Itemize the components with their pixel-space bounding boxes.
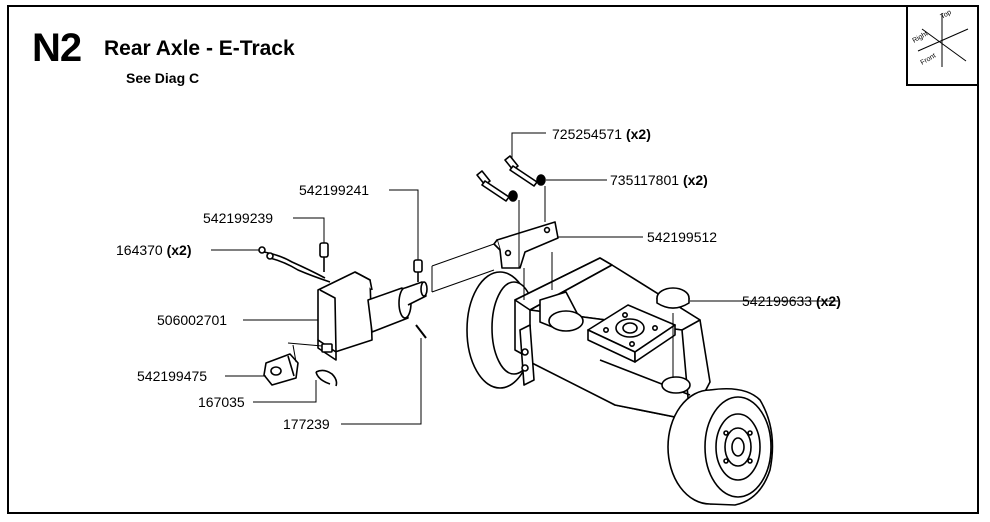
part-quantity: (x2) [815,293,841,309]
actuator-motor [317,271,428,361]
washer-part [508,174,546,202]
diagram-title: Rear Axle - E-Track [104,37,295,60]
ring-part [315,369,338,387]
cap-part [656,287,690,309]
pin-part [413,259,423,282]
part-number: 506002701 [157,312,228,328]
callout-542199239: 542199239 [203,210,273,226]
part-quantity: (x2) [625,126,651,142]
part-number: 164370 [116,242,163,258]
part-quantity: (x2) [682,172,708,188]
part-number: 542199239 [203,210,274,226]
bolt-part [476,155,538,202]
diagram-subtitle: See Diag C [126,70,200,86]
part-number: 542199512 [647,229,718,245]
cable-part [258,246,331,283]
part-number: 725254571 [552,126,623,142]
callout-735117801: 735117801 (x2) [610,172,708,188]
callout-542199475: 542199475 [137,368,207,384]
callout-542199512: 542199512 [647,229,717,245]
pin-part [415,324,427,339]
rear-wheel [667,387,774,506]
part-number: 542199475 [137,368,208,384]
leader-lines [211,132,838,425]
compass-top-label: Top [940,9,953,21]
bracket-part [493,221,559,269]
callout-542199633: 542199633 (x2) [742,293,841,309]
callout-164370: 164370 (x2) [116,242,192,258]
alignment-lines [287,186,674,378]
pin-part [319,242,329,272]
callout-506002701: 506002701 [157,312,227,328]
part-number: 542199241 [299,182,370,198]
part-quantity: (x2) [166,242,192,258]
axle-housing [466,257,711,421]
orientation-compass: Top Right Front [906,5,979,86]
part-number: 542199633 [742,293,813,309]
part-number: 177239 [283,416,330,432]
clip-part [263,353,299,386]
callout-177239: 177239 [283,416,330,432]
part-number: 167035 [198,394,245,410]
callout-542199241: 542199241 [299,182,369,198]
compass-axes-icon: Top Right Front [912,9,969,67]
callout-725254571: 725254571 (x2) [552,126,651,142]
diagram-code: N2 [32,26,82,70]
diagram-frame [7,5,979,514]
part-number: 735117801 [610,172,680,188]
callout-167035: 167035 [198,394,245,410]
